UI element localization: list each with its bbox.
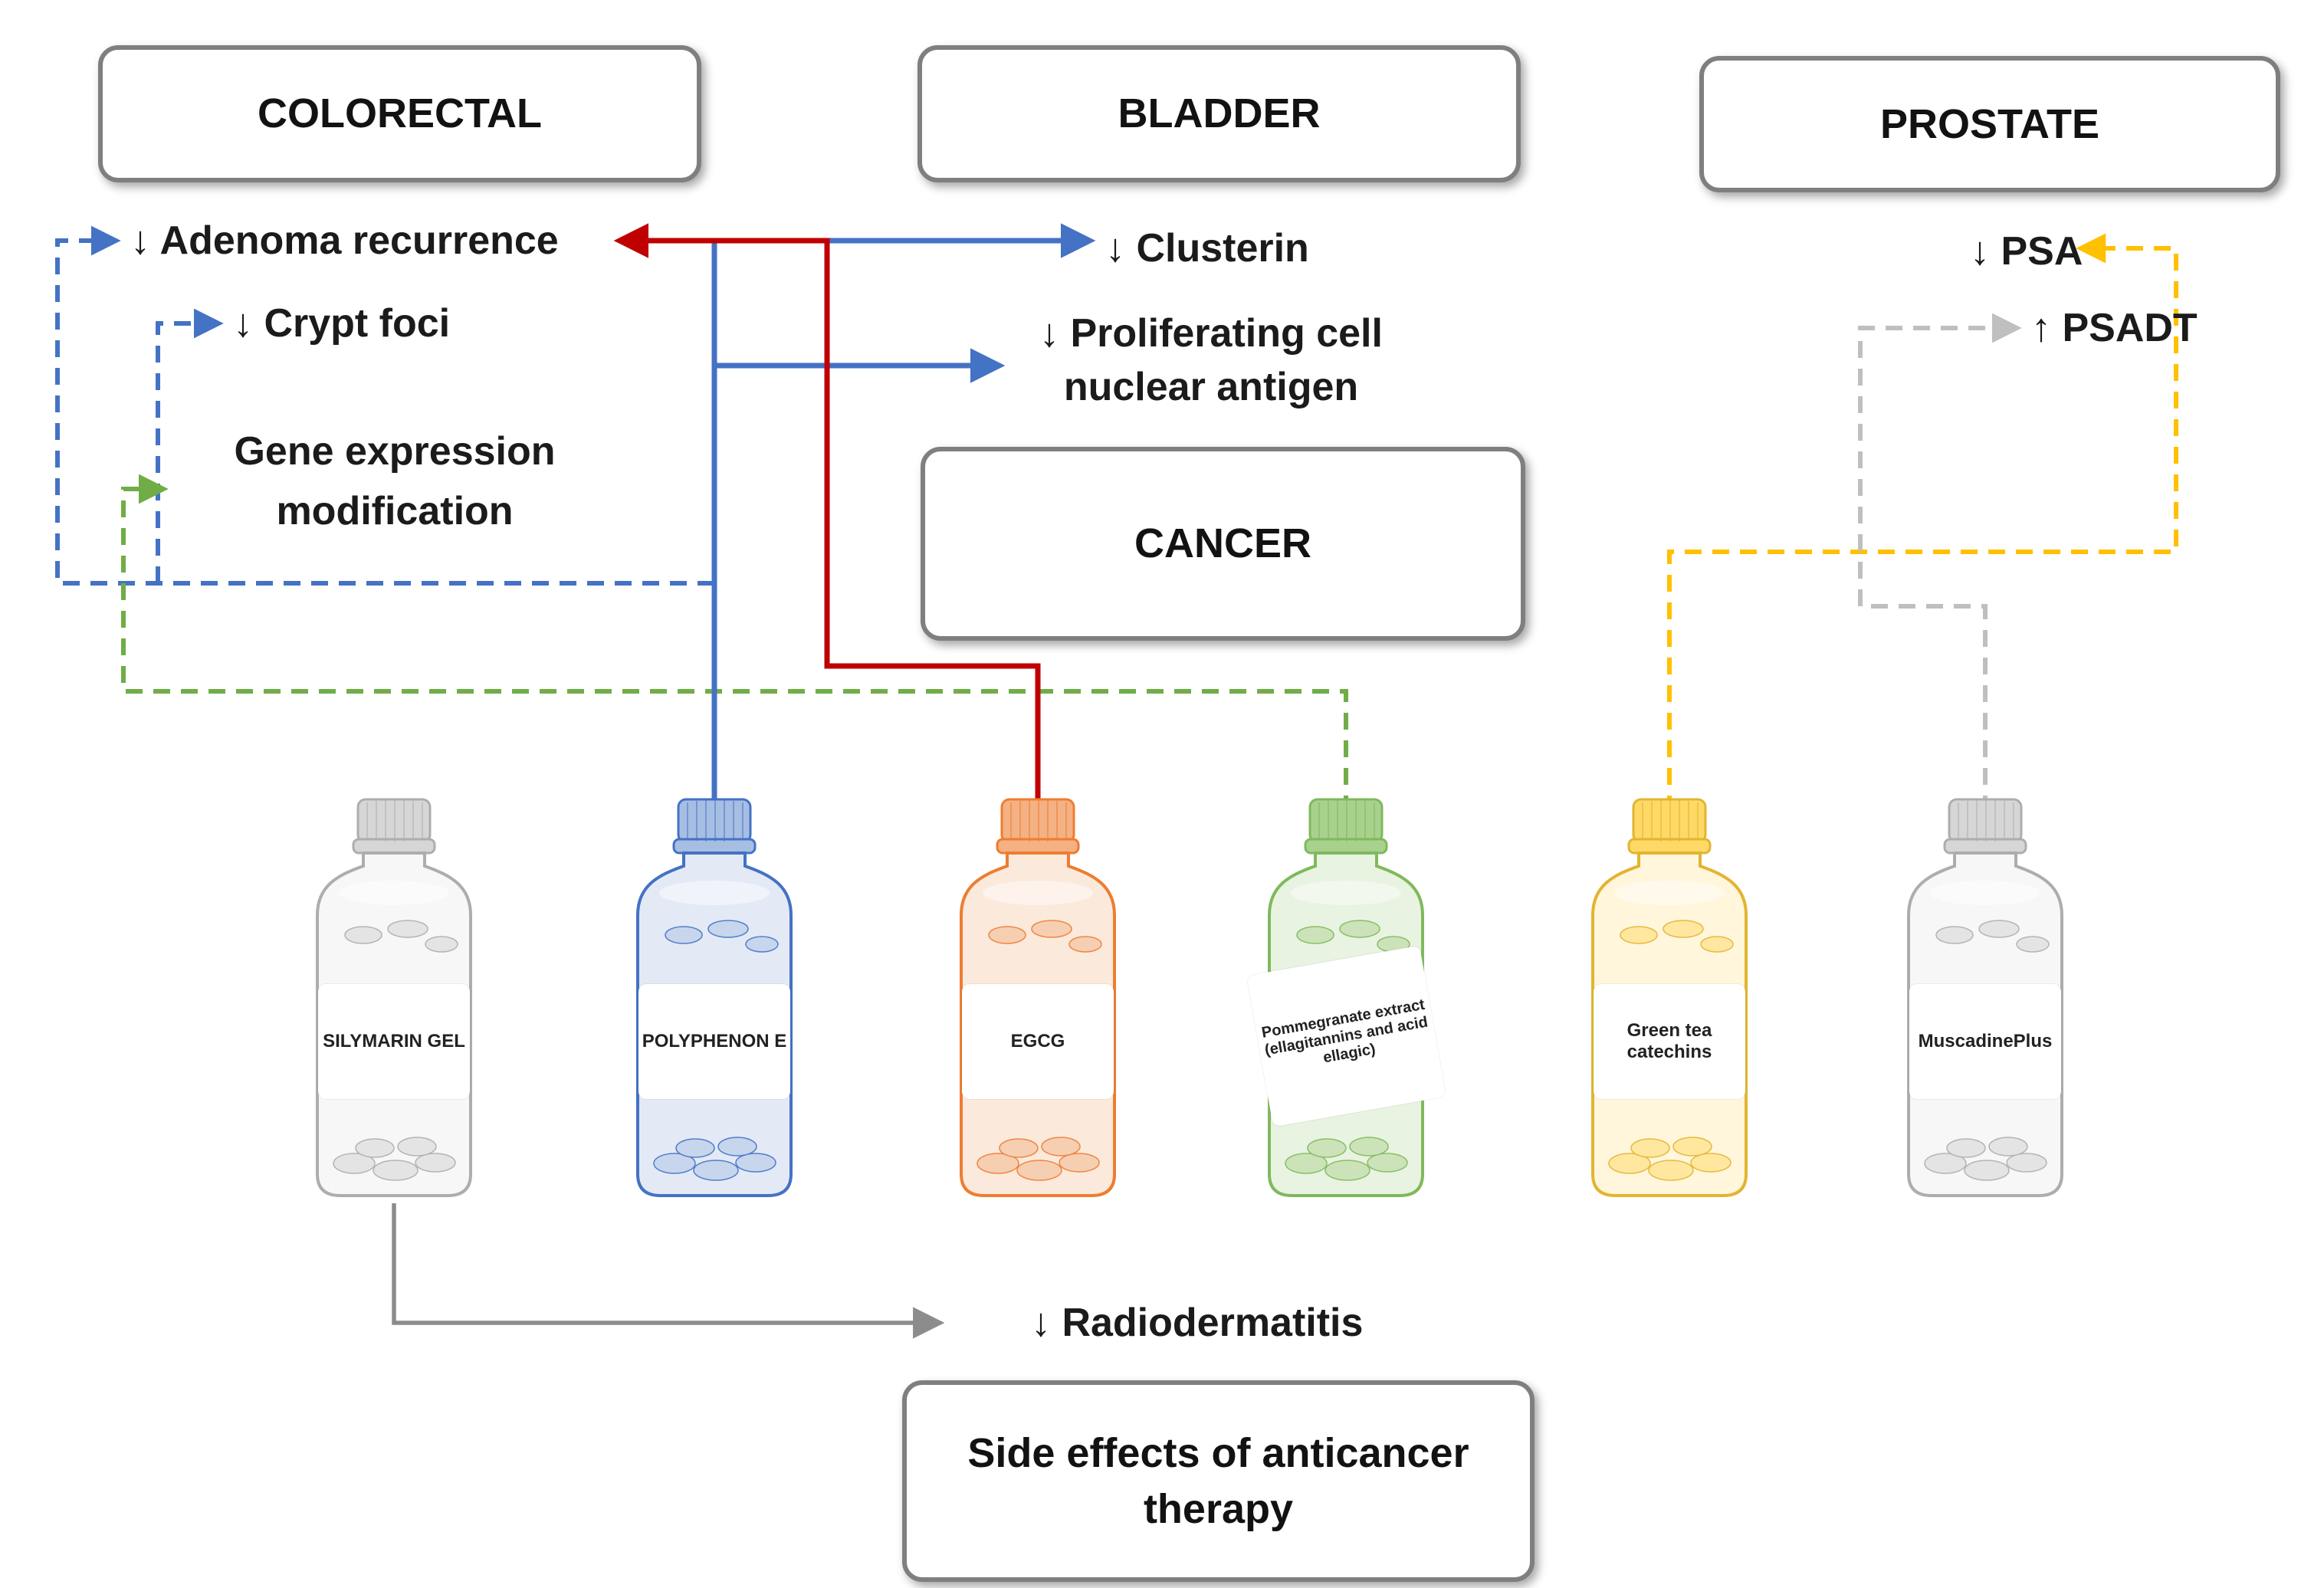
effect-crypt-foci: ↓ Crypt foci (233, 301, 451, 346)
arrow-silymarin-to-radiodermatitis (392, 1203, 945, 1339)
arrow-polyphenon-to-adenoma-dashed (55, 225, 714, 586)
bottle-muscadineplus-label: MuscadinePlus (1909, 983, 2061, 1099)
bottle-green-tea-catechins: Green tea catechins (1585, 797, 1754, 1203)
colorectal-box: COLORECTAL (98, 45, 701, 182)
effect-radiodermatitis: ↓ Radiodermatitis (1031, 1301, 1364, 1345)
prostate-box: PROSTATE (1699, 56, 2280, 192)
bottle-silymarin: SILYMARIN GEL (310, 797, 478, 1203)
bladder-box-label: BLADDER (1118, 90, 1321, 137)
side-effects-box: Side effects of anticancer therapy (902, 1380, 1535, 1582)
bladder-box: BLADDER (917, 45, 1521, 182)
arrow-polyphenon-to-crypt-foci-dashed (156, 308, 224, 583)
effect-psadt: ↑ PSADT (2031, 306, 2198, 350)
bottle-pomegranate-extract-label: Pommegranate extract (ellagitannins and … (1246, 945, 1446, 1127)
prostate-box-label: PROSTATE (1879, 100, 2099, 147)
effect-psa: ↓ PSA (1970, 229, 2083, 274)
arrow-muscadine-to-psadt-dashed (1858, 313, 2022, 812)
bottle-silymarin-label: SILYMARIN GEL (318, 983, 470, 1099)
bottle-polyphenon-e-label: POLYPHENON E (638, 983, 790, 1099)
effect-clusterin: ↓ Clusterin (1105, 226, 1309, 271)
bottle-polyphenon-e: POLYPHENON E (630, 797, 799, 1203)
bottle-muscadineplus: MuscadinePlus (1901, 797, 2070, 1203)
cancer-box-label: CANCER (1134, 520, 1311, 567)
colorectal-box-label: COLORECTAL (258, 90, 542, 137)
side-effects-box-label: Side effects of anticancer therapy (967, 1429, 1469, 1532)
effect-pcna: ↓ Proliferating cell nuclear antigen (1039, 310, 1383, 409)
arrow-green-tea-to-psa-dashed (1667, 233, 2178, 812)
arrow-pomegranate-to-gene-expression-dashed (121, 474, 1348, 812)
bottle-egcg: EGCG (954, 797, 1122, 1203)
bottle-green-tea-catechins-label: Green tea catechins (1594, 983, 1745, 1099)
bottle-pomegranate-extract: Pommegranate extract (ellagitannins and … (1246, 797, 1446, 1203)
bottle-egcg-label: EGCG (962, 983, 1114, 1099)
cancer-box: CANCER (921, 447, 1525, 641)
effect-adenoma-recurrence: ↓ Adenoma recurrence (130, 218, 559, 263)
effect-gene-expression: Gene expression modification (234, 429, 556, 533)
arrow-egcg-to-adenoma (613, 223, 1041, 812)
